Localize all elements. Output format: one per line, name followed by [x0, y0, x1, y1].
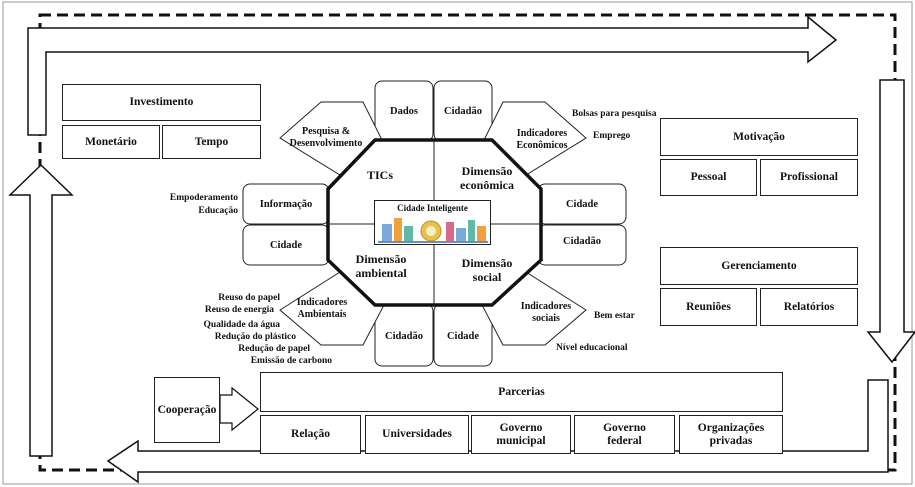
label-ambiental-2: Qualidade da água: [203, 320, 280, 330]
right-down-arrow: [866, 79, 915, 364]
label-ambiental-1: Reuso de energia: [204, 305, 274, 315]
investimento-title: Investimento: [62, 84, 261, 121]
label-ambiental-4: Redução de papel: [238, 344, 310, 354]
label-ambiental-0: Reuso do papel: [218, 293, 280, 303]
parcerias-organizacoes-privadas: Organizações privadas: [679, 415, 783, 454]
parcerias-governo-municipal: Governo municipal: [471, 415, 571, 454]
left-up-arrow: [8, 163, 74, 457]
petal-label-dados: Dados: [389, 106, 418, 117]
cooperacao-box: Cooperação: [154, 377, 220, 443]
petal-label-cidade-left: Cidade: [269, 240, 303, 251]
parcerias-governo-federal: Governo federal: [574, 415, 675, 454]
motivacao-title: Motivação: [660, 118, 858, 156]
petal-label-informacao: Informação: [259, 199, 313, 210]
label-ambiental-3: Redução do plástico: [214, 332, 296, 342]
petal-shapes: [242, 80, 627, 367]
label-emprego: Emprego: [593, 131, 631, 141]
label-bem-estar: Bem estar: [594, 311, 635, 321]
petal-label-cidadao-right: Cidadão: [563, 236, 601, 247]
investimento-tempo: Tempo: [162, 125, 261, 159]
quadrant-ambiental: Dimensão ambiental: [355, 252, 407, 280]
city-skyline-illustration: [378, 218, 488, 243]
petal-label-cidade-right: Cidade: [565, 199, 599, 210]
quadrant-tics: TICs: [366, 168, 393, 182]
top-right-arrow: [27, 15, 838, 136]
parcerias-relacao: Relação: [260, 415, 361, 454]
label-nivel-educacional: Nível educacional: [556, 343, 628, 353]
petal-label-indicadores-sociais: Indicadores sociais: [520, 301, 572, 324]
petal-label-indicadores-ambientais: Indicadores Ambientais: [296, 297, 348, 320]
quadrant-economica: Dimensão econômica: [460, 164, 514, 192]
petal-label-pesquisa: Pesquisa & Desenvolvimento: [289, 126, 363, 149]
motivacao-profissional: Profissional: [760, 159, 858, 196]
label-ambiental-5: Emissão de carbono: [250, 356, 332, 366]
smart-city-title: Cidade Inteligente: [397, 203, 468, 213]
smart-city-card: Cidade Inteligente: [374, 200, 491, 245]
label-educacao: Educação: [198, 206, 238, 216]
cooperacao-arrow: [219, 386, 259, 432]
gerenciamento-relatorios: Relatórios: [760, 288, 858, 326]
petal-label-cidade-bottom: Cidade: [446, 331, 480, 342]
parcerias-title: Parcerias: [260, 372, 783, 412]
petal-label-indicadores-economicos: Indicadores Econômicos: [516, 128, 568, 151]
petal-label-cidadao-bottom: Cidadão: [385, 331, 423, 342]
gerenciamento-title: Gerenciamento: [660, 247, 858, 285]
motivacao-pessoal: Pessoal: [660, 159, 757, 196]
gerenciamento-reunioes: Reuniões: [660, 288, 757, 326]
parcerias-universidades: Universidades: [365, 415, 469, 454]
petal-label-cidadao-top: Cidadão: [444, 106, 482, 117]
bottom-left-arrow: [106, 379, 889, 484]
label-empoderamento: Empoderamento: [169, 193, 238, 203]
investimento-monetario: Monetário: [62, 125, 160, 159]
label-bolsas: Bolsas para pesquisa: [572, 109, 657, 119]
quadrant-social: Dimensão social: [461, 256, 513, 284]
